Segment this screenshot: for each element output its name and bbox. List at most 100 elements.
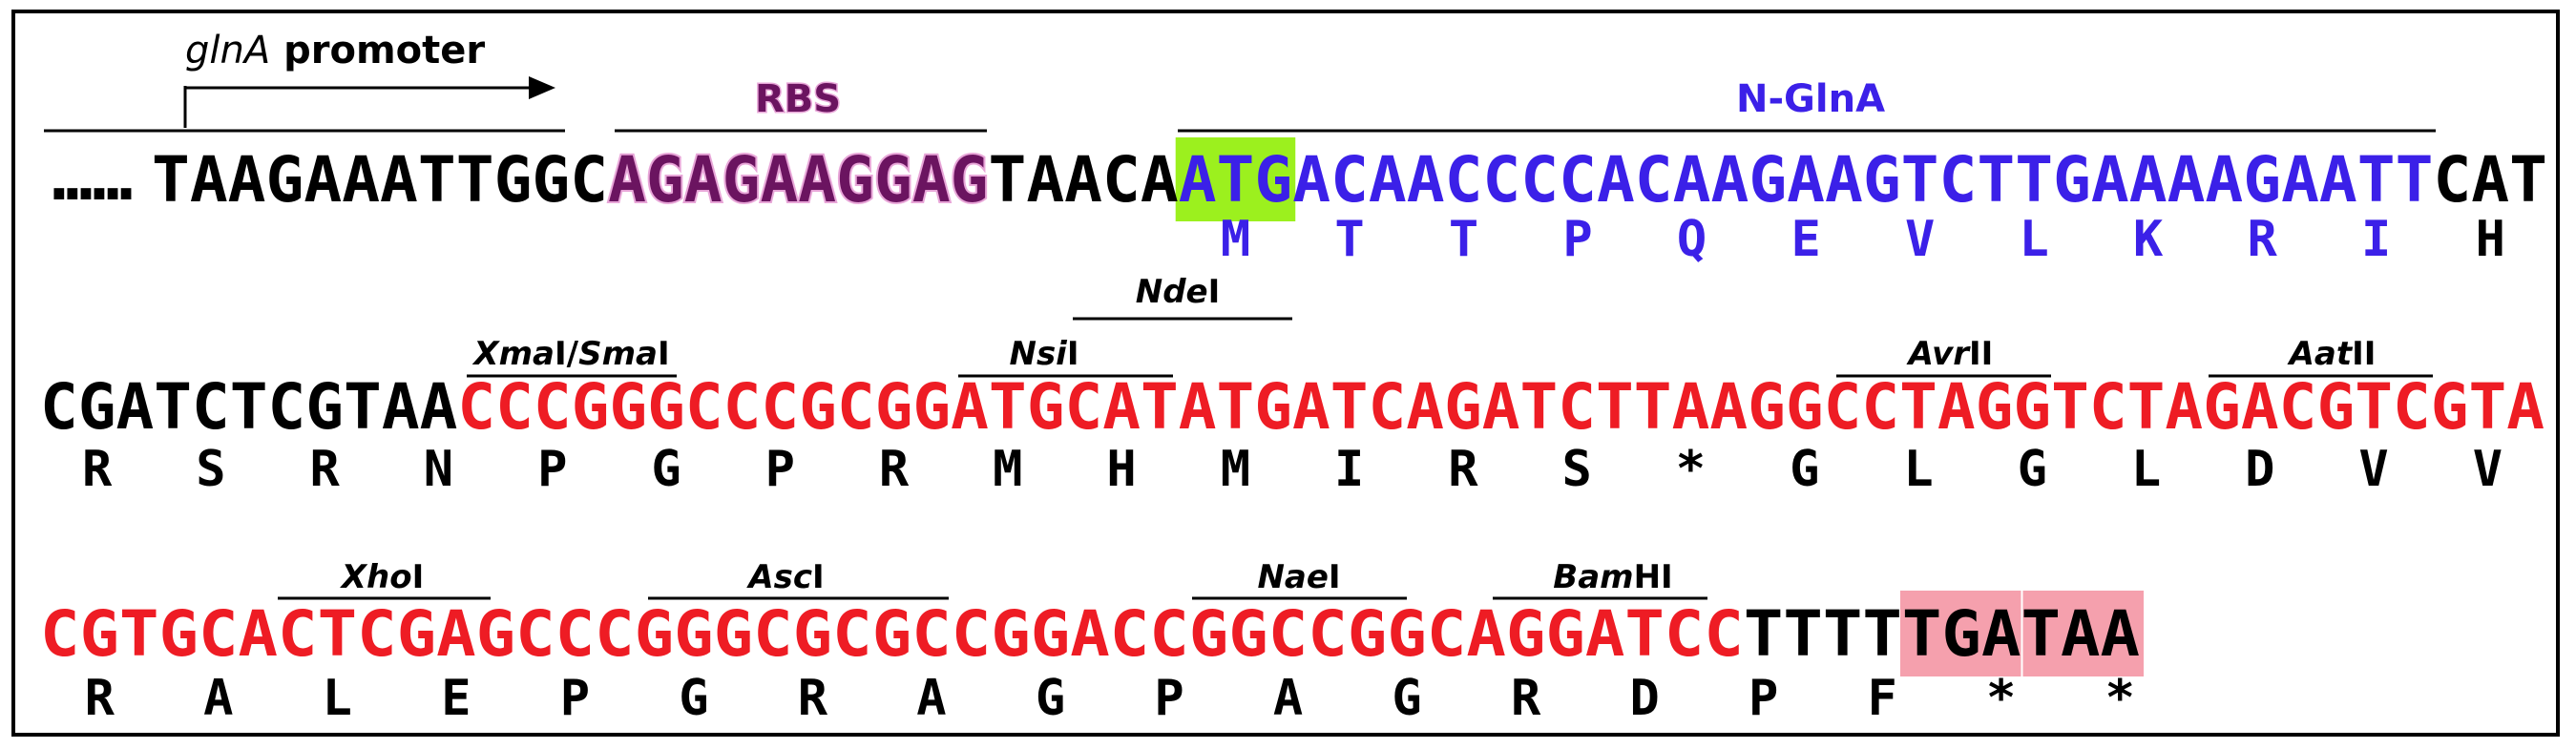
site-name-part: II: [1969, 335, 1993, 373]
site-name-part: II: [2352, 335, 2376, 373]
site-name-part: Sma: [578, 335, 658, 373]
sequence-leader-dots: ......: [40, 141, 145, 215]
amino-acid: G: [651, 441, 681, 498]
sequence-segment-mcs: CGTGCACTCGAGCCCGGGCGCGCCGGACCGGCCGGCAGGA…: [40, 597, 1744, 671]
amino-acid: R: [310, 441, 341, 498]
restriction-site-label: XmaI/SmaI: [471, 335, 669, 373]
amino-acid: L: [2019, 211, 2048, 268]
sequence-segment-mcs: CCCGGGCCCGCGGATGCATATGATCAGATCTTAAGGCCTA…: [457, 370, 2545, 444]
amino-acid: D: [1629, 670, 1659, 727]
amino-acid: G: [1392, 670, 1421, 727]
amino-acid: V: [1905, 211, 1935, 268]
start-codon-highlight: [1175, 137, 1296, 221]
amino-acid: F: [1868, 670, 1897, 727]
ngln-label: N-GlnA: [1736, 77, 1885, 121]
amino-acid: S: [196, 441, 225, 498]
site-name-part: Avr: [1906, 335, 1972, 373]
amino-acid: D: [2245, 441, 2274, 498]
amino-acid: R: [879, 441, 910, 498]
restriction-site-label: AatII: [2287, 335, 2377, 373]
amino-acid: P: [765, 441, 795, 498]
site-name-part: Xho: [340, 558, 412, 596]
amino-acid: E: [441, 670, 471, 727]
site-name-part: Asc: [745, 558, 812, 596]
amino-acid: T: [1449, 211, 1478, 268]
site-name-part: I: [1067, 335, 1079, 373]
amino-acid: G: [679, 670, 708, 727]
amino-acid: N: [424, 441, 453, 498]
site-name-part: Nsi: [1009, 335, 1068, 373]
site-name-part: Bam: [1553, 558, 1633, 596]
amino-acid: E: [1791, 211, 1820, 268]
restriction-site-label: AvrII: [1906, 335, 1994, 373]
site-name-part: Nae: [1257, 558, 1328, 596]
sequence-segment-plain: CAT: [2433, 143, 2547, 217]
amino-acid: T: [1334, 211, 1364, 268]
amino-acid: P: [1749, 670, 1778, 727]
amino-acid: R: [798, 670, 828, 727]
amino-acid: Q: [1677, 211, 1707, 268]
amino-acid: I: [2361, 211, 2391, 268]
amino-acid: A: [916, 670, 946, 727]
amino-acid: *: [1676, 441, 1706, 498]
amino-acid: R: [85, 670, 115, 727]
sequence-segment-plain: CGATCTCGTAA: [40, 370, 457, 444]
rbs-label: RBS: [755, 77, 841, 121]
site-name-part: I: [1208, 273, 1221, 311]
amino-acid: M: [1221, 211, 1250, 268]
amino-acid: G: [1790, 441, 1819, 498]
amino-acid: M: [1221, 441, 1250, 498]
amino-acid: M: [993, 441, 1022, 498]
sequence-segment-rbs: AGAGAAGGAG: [608, 143, 988, 217]
amino-acid: *: [2105, 670, 2135, 727]
amino-acid: H: [1106, 441, 1136, 498]
amino-acid: R: [1448, 441, 1478, 498]
restriction-site-label: AscI: [745, 558, 824, 596]
amino-acid: R: [2248, 211, 2278, 268]
amino-acid: R: [82, 441, 113, 498]
site-name-part: Nde: [1136, 273, 1208, 311]
amino-acid: L: [1903, 441, 1933, 498]
sequence-segment-plain: TAACA: [989, 143, 1179, 217]
site-name-part: /: [567, 335, 579, 373]
amino-acid: A: [1273, 670, 1303, 727]
site-name-part: HI: [1634, 558, 1673, 596]
site-name-part: Aat: [2287, 335, 2354, 373]
site-name-part: I: [1329, 558, 1341, 596]
restriction-site-label: XhoI: [340, 558, 424, 596]
amino-acid: K: [2133, 211, 2164, 268]
stop-codon-highlight: [2022, 591, 2144, 676]
site-name-part: I: [412, 558, 425, 596]
sequence-segment-gene: ATGACAACCCCACAAGAAGTCTTGAAAAGAATT: [1179, 143, 2434, 217]
amino-acid: A: [203, 670, 233, 727]
amino-acid: P: [537, 441, 567, 498]
amino-acid: *: [1986, 670, 2016, 727]
amino-acid: V: [2473, 441, 2503, 498]
sequence-segment-plain: TAAGAAATTGGC: [152, 143, 608, 217]
promoter-arrow-head: [529, 76, 555, 99]
amino-acid: L: [323, 670, 352, 727]
amino-acid: P: [1562, 211, 1592, 268]
stop-codon-highlight: [1899, 591, 2021, 676]
site-name-part: Xma: [471, 335, 555, 373]
amino-acid: P: [1154, 670, 1183, 727]
restriction-site-label: NdeI: [1136, 273, 1221, 311]
sequence-segment-plain: TTTTTGATAA: [1744, 597, 2140, 671]
promoter-gene-name: glnA: [185, 29, 270, 73]
amino-acid: V: [2358, 441, 2388, 498]
restriction-site-label: BamHI: [1553, 558, 1672, 596]
amino-acid: P: [560, 670, 590, 727]
amino-acid: H: [2476, 211, 2505, 268]
restriction-site-label: NsiI: [1009, 335, 1079, 373]
site-name-part: I: [658, 335, 670, 373]
amino-acid: R: [1511, 670, 1541, 727]
amino-acid: S: [1562, 441, 1592, 498]
amino-acid: I: [1334, 441, 1364, 498]
promoter-word: promoter: [270, 29, 485, 73]
amino-acid: G: [1036, 670, 1065, 727]
site-name-part: I: [812, 558, 825, 596]
restriction-site-label: NaeI: [1257, 558, 1340, 596]
amino-acid: G: [2018, 441, 2047, 498]
